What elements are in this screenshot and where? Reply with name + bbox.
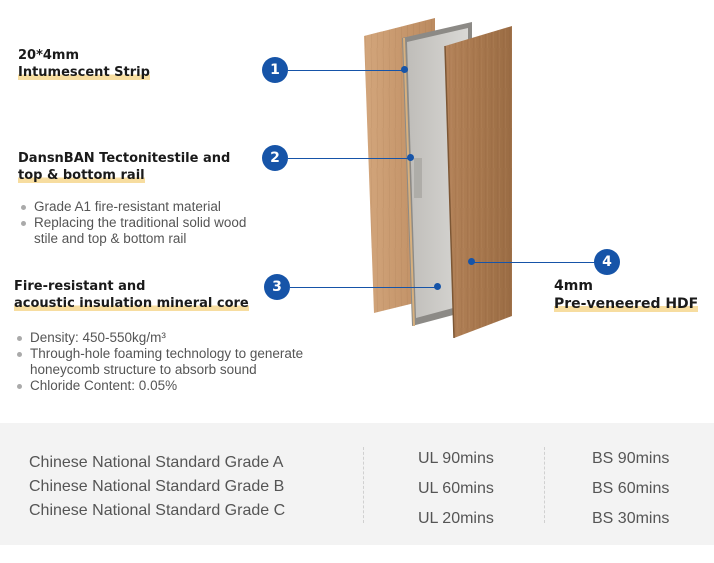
callout-dot-1 (401, 66, 408, 73)
stile-title-line2: top & bottom rail (18, 168, 145, 183)
callout-marker-4: 4 (594, 249, 620, 275)
list-item: Chloride Content: 0.05% (14, 378, 359, 394)
callout-marker-2: 2 (262, 145, 288, 171)
standards-table: Chinese National Standard Grade A Chines… (0, 423, 714, 545)
ul-rating-b: UL 60mins (418, 480, 494, 497)
intumescent-strip-edge (403, 37, 415, 327)
list-item: Density: 450-550kg/m³ (14, 330, 359, 346)
callout-line-4 (472, 262, 598, 263)
hdf-name: Pre-veneered HDF (554, 296, 699, 312)
list-item: Replacing the traditional solid wood sti… (18, 215, 259, 247)
strip-size: 20*4mm (18, 48, 80, 63)
ul-rating-c: UL 20mins (418, 510, 494, 527)
label-intumescent-strip: 20*4mm Intumescent Strip (18, 47, 150, 81)
core-title-line2: acoustic insulation mineral core (14, 296, 249, 311)
callout-dot-2 (407, 154, 414, 161)
callout-dot-4 (468, 258, 475, 265)
label-stile-rail: DansnBAN Tectonitestile and top & bottom… (18, 150, 268, 247)
list-item: Through-hole foaming technology to gener… (14, 346, 360, 378)
strip-name: Intumescent Strip (18, 65, 150, 80)
stile-title-line1: DansnBAN Tectonitestile and (18, 151, 231, 166)
hdf-thickness: 4mm (554, 278, 593, 294)
stile-bullet-list: Grade A1 fire-resistant material Replaci… (18, 199, 268, 247)
chinese-standard-grade-c: Chinese National Standard Grade C (29, 502, 286, 519)
callout-line-2 (288, 158, 410, 159)
callout-line-1 (288, 70, 405, 71)
callout-marker-3: 3 (264, 274, 290, 300)
core-title-line1: Fire-resistant and (14, 279, 146, 294)
chinese-standard-grade-b: Chinese National Standard Grade B (29, 478, 285, 495)
door-layers-illustration (364, 18, 512, 339)
callout-marker-1: 1 (262, 57, 288, 83)
callout-line-3 (290, 287, 438, 288)
ul-rating-a: UL 90mins (418, 450, 494, 467)
chinese-standard-grade-a: Chinese National Standard Grade A (29, 454, 284, 471)
core-bullet-list: Density: 450-550kg/m³ Through-hole foami… (14, 330, 359, 394)
list-item: Grade A1 fire-resistant material (18, 199, 268, 215)
label-hdf: 4mm Pre-veneered HDF (554, 277, 699, 313)
chinese-standard-column: Chinese National Standard Grade A Chines… (29, 451, 285, 523)
bs-rating-column: BS 90mins BS 60mins BS 30mins (592, 444, 669, 534)
ul-rating-column: UL 90mins UL 60mins UL 20mins (418, 444, 494, 534)
callout-dot-3 (434, 283, 441, 290)
bs-rating-a: BS 90mins (592, 450, 670, 467)
bs-rating-b: BS 60mins (592, 480, 670, 497)
bs-rating-c: BS 30mins (592, 510, 670, 527)
label-mineral-core: Fire-resistant and acoustic insulation m… (14, 278, 359, 394)
